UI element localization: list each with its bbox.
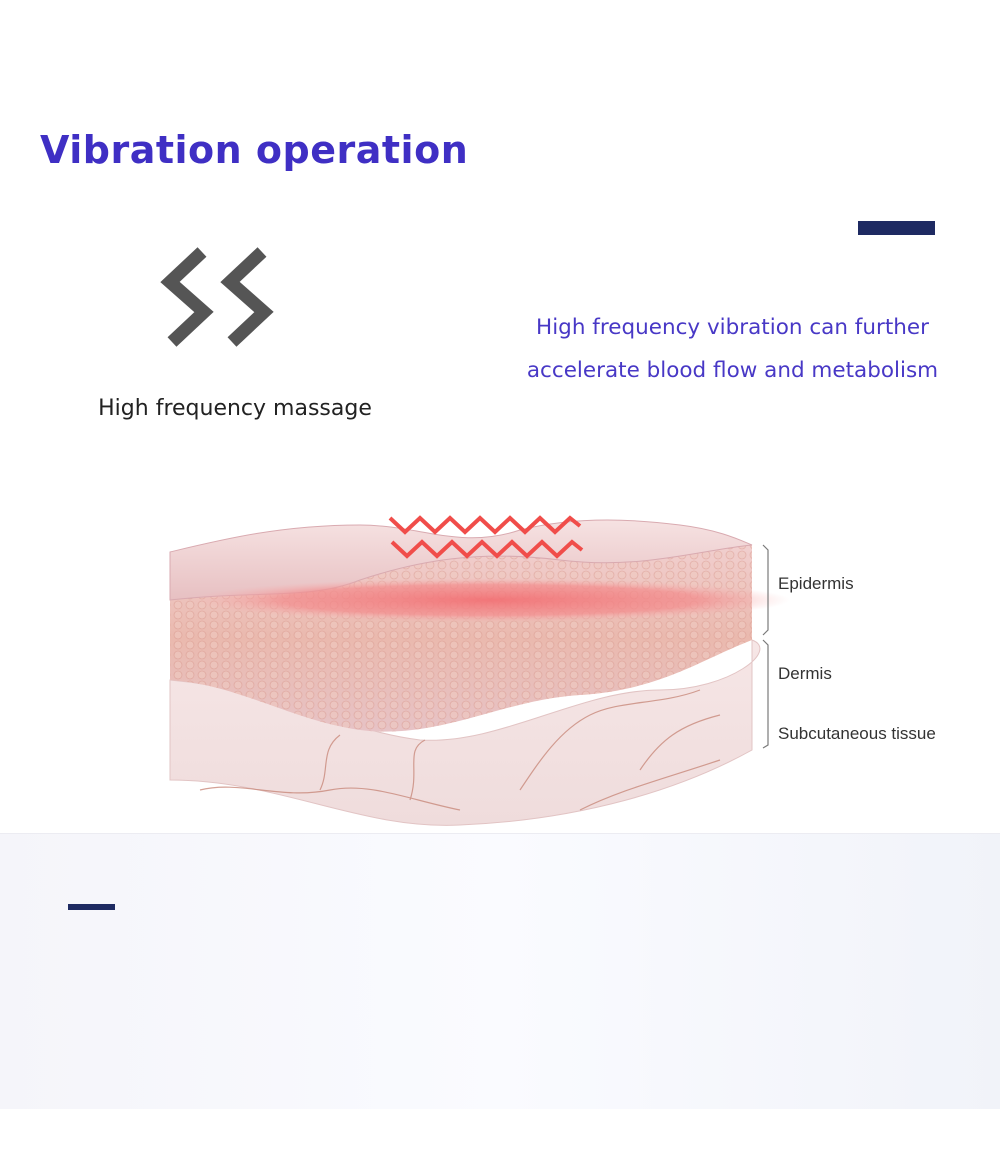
description: High frequency vibration can further acc… xyxy=(480,306,985,392)
label-dermis: Dermis xyxy=(778,664,832,683)
description-line-2: accelerate blood flow and metabolism xyxy=(526,358,939,383)
vibration-beam xyxy=(190,578,790,622)
page-title: Vibration operation xyxy=(40,128,469,172)
bottom-panel xyxy=(0,833,1000,1109)
description-line-1: High frequency vibration can further xyxy=(536,315,929,340)
vibration-wave-2 xyxy=(390,539,584,559)
vibration-wave-1 xyxy=(388,515,582,535)
icon-caption: High frequency massage xyxy=(98,396,372,421)
label-epidermis: Epidermis xyxy=(778,574,854,593)
accent-bar-top xyxy=(858,221,935,235)
label-subcutaneous-tissue: Subcutaneous tissue xyxy=(778,724,936,743)
subcutaneous-layer xyxy=(169,639,761,826)
epidermis-surface xyxy=(169,519,753,601)
accent-bar-bottom xyxy=(68,904,115,910)
skin-diagram: Epidermis Dermis Subcutaneous tissue xyxy=(160,490,980,835)
double-zigzag-icon xyxy=(160,247,274,347)
skin-cross-section-illustration xyxy=(169,515,790,826)
